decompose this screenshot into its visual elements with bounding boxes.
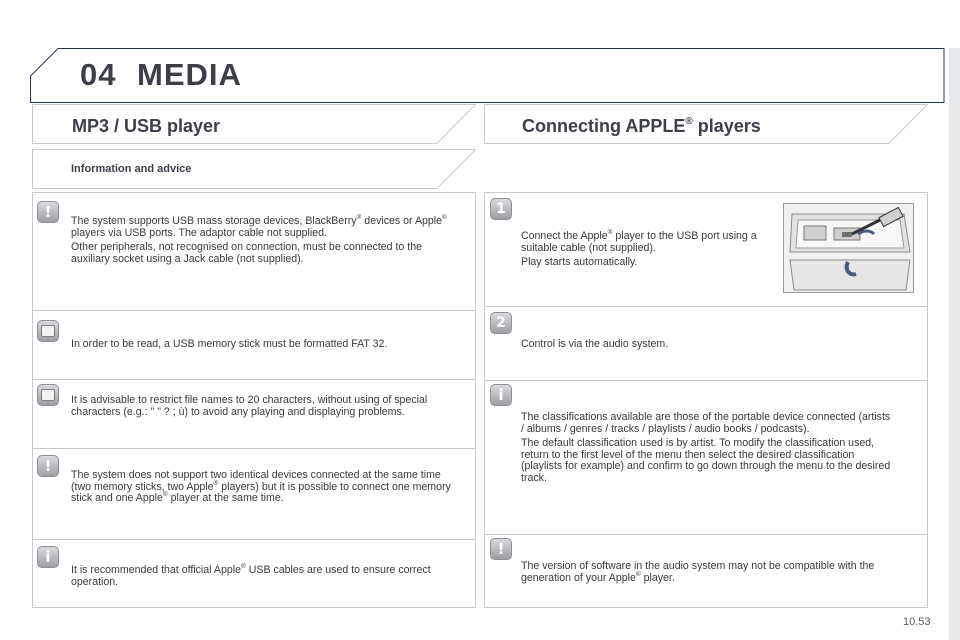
chapter-number: 04 <box>80 57 117 92</box>
list-item: It is advisable to restrict file names t… <box>71 394 463 418</box>
list-item: The system does not support two identica… <box>71 469 463 505</box>
page-number: 10.53 <box>903 616 931 628</box>
item-text: player to the USB port using a suitable … <box>521 230 757 254</box>
item-text: The version of software in the audio sys… <box>521 560 875 584</box>
item-text: The classifications available are those … <box>521 411 891 435</box>
exclamation-icon: ! <box>37 455 59 477</box>
item-text: player at the same time. <box>167 492 284 505</box>
item-text: The system supports USB mass storage dev… <box>71 215 357 227</box>
item-text: players) but it is possible to connect o… <box>71 480 451 505</box>
registered-mark: ® <box>356 214 362 221</box>
row-divider <box>33 539 475 540</box>
list-item: It is recommended that official Apple® U… <box>71 563 463 588</box>
item-text: The default classification used is by ar… <box>521 437 891 484</box>
list-item: Control is via the audio system. <box>521 338 911 351</box>
info-advice-subtitle: Information and advice <box>71 163 192 175</box>
item-text: Control is via the audio system. <box>521 338 669 350</box>
item-text: It is advisable to restrict file names t… <box>71 394 428 418</box>
subtitle-bar <box>32 149 476 189</box>
item-text: Connect the Apple <box>521 230 608 242</box>
item-text: The system does not support two identica… <box>71 469 441 493</box>
list-item: The version of software in the audio sys… <box>521 560 913 584</box>
info-icon: i <box>37 546 59 568</box>
registered-mark: ® <box>162 491 168 499</box>
right-section-title: Connecting APPLE® players <box>522 116 761 137</box>
right-section-bar <box>484 104 928 144</box>
row-divider <box>33 310 475 311</box>
list-item: The classifications available are those … <box>521 411 893 485</box>
item-text: players via USB ports. The adaptor cable… <box>71 226 327 239</box>
row-divider <box>485 306 927 307</box>
registered-mark: ® <box>635 570 641 578</box>
item-text: USB cables are used to ensure correct op… <box>71 564 431 588</box>
row-divider <box>33 379 475 380</box>
row-divider <box>33 448 475 449</box>
right-title-suffix: players <box>692 116 761 136</box>
registered-mark: ® <box>241 563 246 570</box>
item-text: player. <box>640 571 675 584</box>
usb-port-illustration <box>783 203 914 293</box>
registered-mark: ® <box>685 116 693 127</box>
registered-mark: ® <box>607 229 613 236</box>
exclamation-icon: ! <box>37 201 59 223</box>
list-item: Connect the Apple® player to the USB por… <box>521 229 771 269</box>
row-divider <box>485 534 927 535</box>
registered-mark: ® <box>213 479 219 487</box>
memo-icon <box>37 384 59 406</box>
exclamation-icon: ! <box>490 538 512 560</box>
item-text: Other peripherals, not recognised on con… <box>71 241 422 265</box>
registered-mark: ® <box>442 214 447 221</box>
item-text: In order to be read, a USB memory stick … <box>71 338 388 350</box>
list-item: In order to be read, a USB memory stick … <box>71 338 463 351</box>
side-strip <box>949 48 960 640</box>
item-text: devices or Apple <box>364 215 443 227</box>
step-2-icon: 2 <box>490 312 512 334</box>
chapter-header <box>30 48 945 103</box>
left-section-title: MP3 / USB player <box>72 116 221 136</box>
row-divider <box>485 380 927 381</box>
item-text: Play starts automatically. <box>521 256 638 269</box>
memo-icon <box>37 320 59 342</box>
right-title-text: Connecting APPLE <box>522 116 686 136</box>
list-item: The system supports USB mass storage dev… <box>71 214 463 265</box>
info-icon: i <box>490 384 512 406</box>
left-content-panel <box>32 192 476 608</box>
step-1-icon: 1 <box>490 198 512 220</box>
left-section-bar <box>32 104 476 144</box>
chapter-title: MEDIA <box>137 57 242 92</box>
item-text: It is recommended that official Apple <box>71 564 241 576</box>
